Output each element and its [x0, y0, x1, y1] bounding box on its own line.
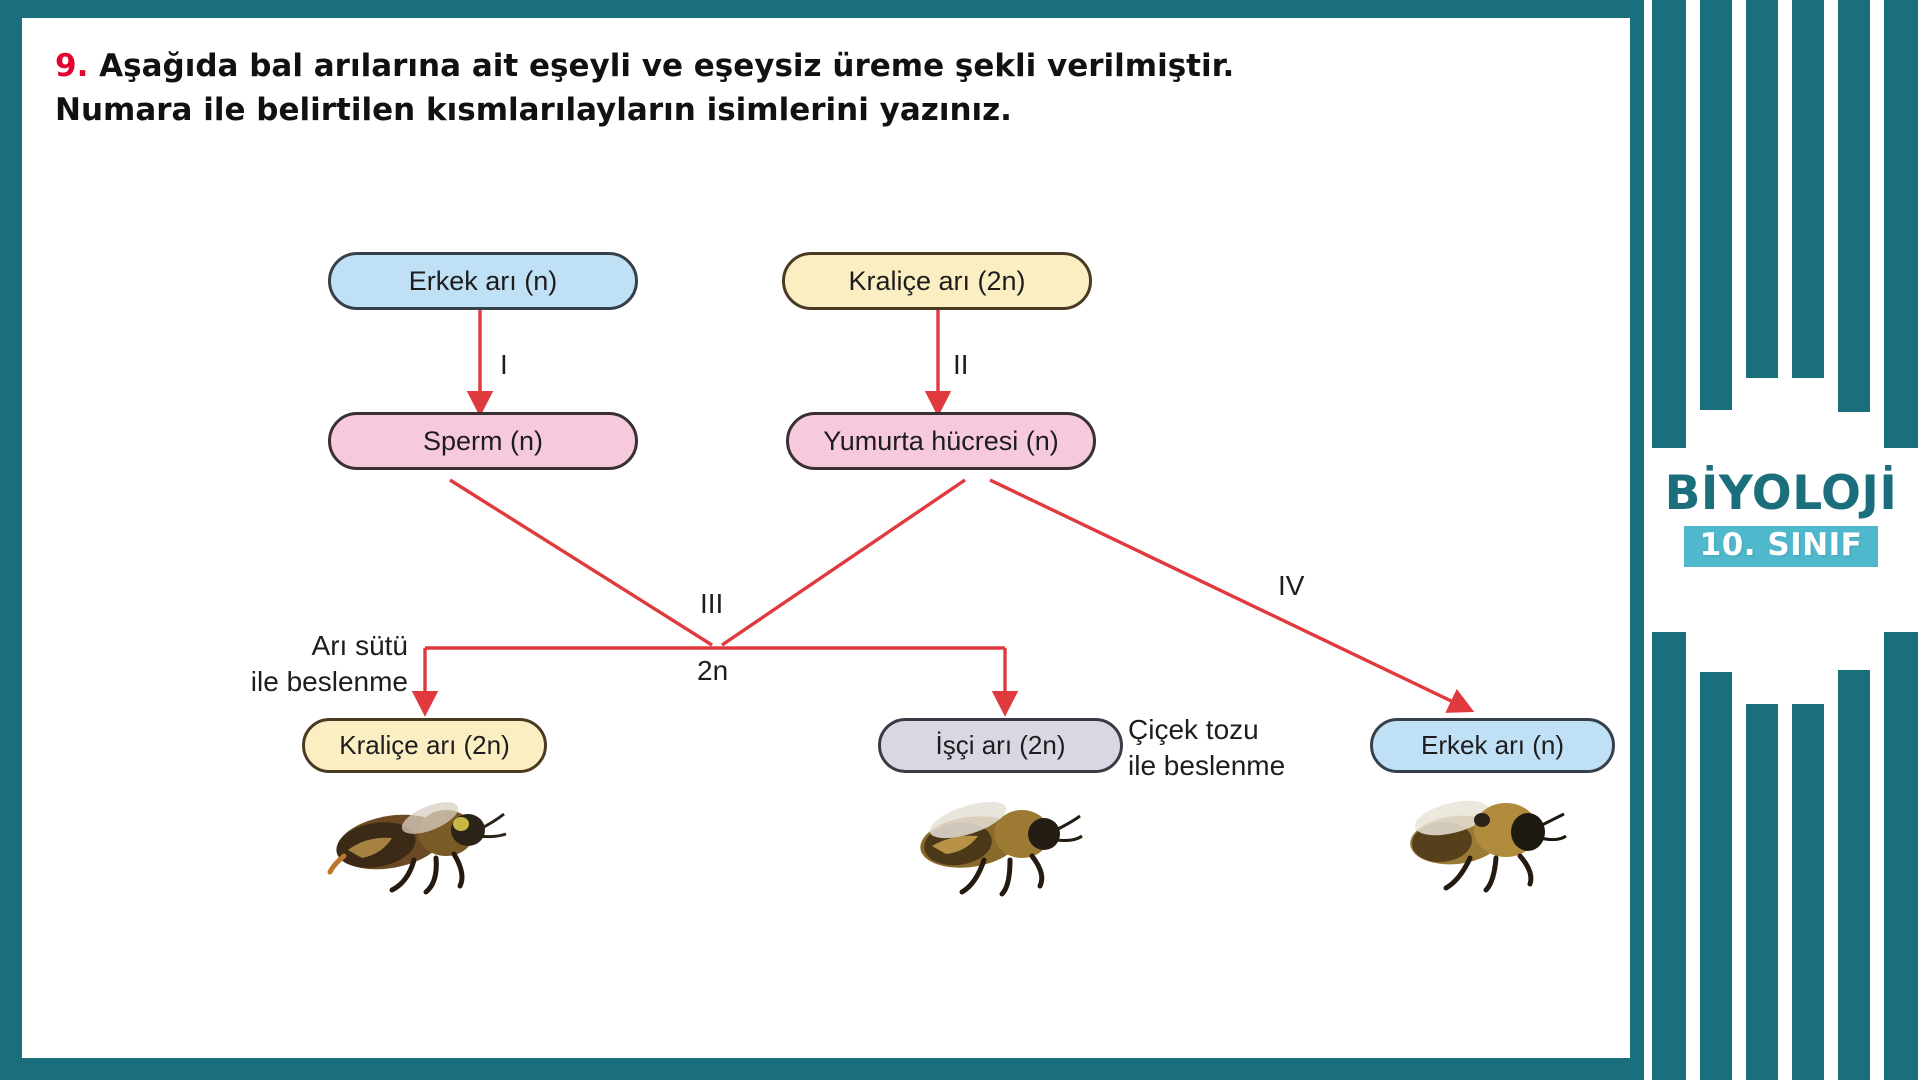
node-queen-bee-bottom[interactable]: Kraliçe arı (2n) — [302, 718, 547, 773]
node-label: Kraliçe arı (2n) — [339, 730, 510, 760]
stripe-bottom-5 — [1838, 670, 1870, 1080]
diagram-arrows-layer — [411, 310, 1475, 717]
stripe-bottom-4 — [1792, 704, 1824, 1080]
node-queen-bee-top[interactable]: Kraliçe arı (2n) — [782, 252, 1092, 310]
node-male-bee-bottom[interactable]: Erkek arı (n) — [1370, 718, 1615, 773]
node-label: Kraliçe arı (2n) — [848, 265, 1026, 296]
node-sperm[interactable]: Sperm (n) — [328, 412, 638, 470]
stripe-top-4 — [1792, 0, 1824, 378]
note-pollen-line-1: Çiçek tozu — [1128, 714, 1259, 745]
stripe-bottom-1 — [1652, 632, 1686, 1080]
label-step-i: I — [500, 349, 508, 380]
question-heading: 9. Aşağıda bal arılarına ait eşeyli ve e… — [55, 44, 1555, 132]
node-label: Sperm (n) — [422, 425, 544, 456]
stripe-top-1 — [1652, 0, 1686, 448]
note-pollen: Çiçek tozu ile beslenme — [1128, 712, 1285, 784]
stripe-top-6 — [1884, 0, 1918, 448]
question-line-2: Numara ile belirtilen kısmlarılayların i… — [55, 92, 1012, 129]
node-label: Erkek arı (n) — [1420, 730, 1565, 760]
label-zygote-ploidy: 2n — [697, 655, 729, 686]
branding-block: BİYOLOJİ 10. SINIF — [1636, 470, 1920, 600]
node-label: Erkek arı (n) — [408, 265, 558, 296]
note-royal-jelly: Arı sütü ile beslenme — [248, 628, 408, 700]
node-worker-bee-bottom[interactable]: İşçi arı (2n) — [878, 718, 1123, 773]
brand-subtitle: 10. SINIF — [1699, 527, 1863, 563]
worker-bee-photo — [892, 790, 1102, 900]
drone-bee-photo — [1382, 786, 1592, 896]
brand-title: BİYOLOJİ — [1664, 466, 1898, 521]
node-label: İşçi arı (2n) — [935, 730, 1066, 760]
stripe-top-5 — [1838, 0, 1870, 412]
brand-subtitle-badge: 10. SINIF — [1683, 526, 1879, 567]
stripe-bottom-2 — [1700, 672, 1732, 1080]
node-male-bee-top[interactable]: Erkek arı (n) — [328, 252, 638, 310]
bee-reproduction-diagram: Erkek arı (n) Kraliçe arı (2n) Sperm (n)… — [248, 252, 1615, 900]
question-line-1: Aşağıda bal arılarına ait eşeyli ve eşey… — [99, 48, 1235, 84]
label-step-iii: III — [700, 588, 724, 619]
queen-bee-photo — [318, 790, 528, 900]
label-step-ii: II — [953, 349, 969, 380]
label-step-iv: IV — [1278, 570, 1305, 601]
note-royal-jelly-line-2: ile beslenme — [250, 665, 408, 697]
node-label: Yumurta hücresi (n) — [823, 425, 1059, 456]
question-number: 9. — [55, 48, 89, 84]
node-egg-cell[interactable]: Yumurta hücresi (n) — [786, 412, 1096, 470]
stripe-bottom-3 — [1746, 704, 1778, 1080]
note-royal-jelly-line-1: Arı sütü — [311, 630, 408, 661]
stripe-top-2 — [1700, 0, 1732, 410]
stripe-bottom-6 — [1884, 632, 1918, 1080]
stripe-top-3 — [1746, 0, 1778, 378]
note-pollen-line-2: ile beslenme — [1128, 749, 1286, 781]
